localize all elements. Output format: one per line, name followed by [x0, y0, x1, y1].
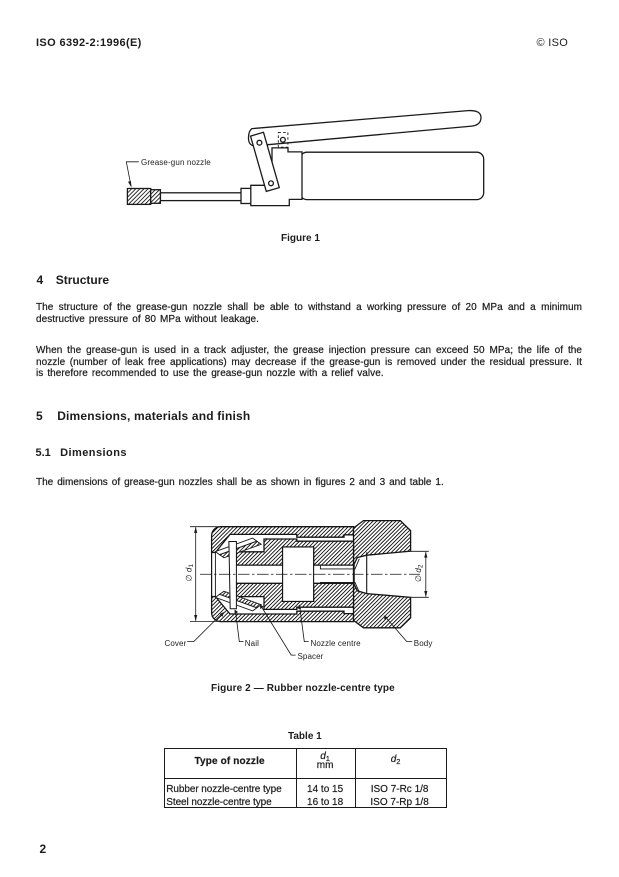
svg-text:Grease-gun nozzle: Grease-gun nozzle: [141, 158, 211, 167]
svg-text:Spacer: Spacer: [298, 652, 324, 661]
svg-text:Body: Body: [414, 639, 433, 648]
svg-text:∅ d1: ∅ d1: [185, 564, 196, 582]
svg-text:Cover: Cover: [165, 639, 187, 648]
svg-text:∅ d2: ∅ d2: [414, 564, 425, 582]
svg-text:Nozzle centre: Nozzle centre: [311, 639, 362, 648]
svg-text:Nail: Nail: [245, 639, 259, 648]
